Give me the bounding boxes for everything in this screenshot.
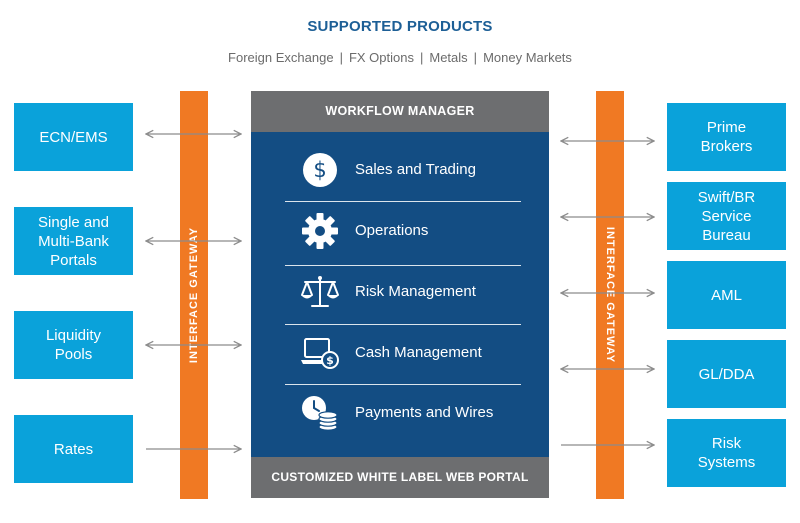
system-box-rates: Rates <box>14 415 133 483</box>
system-box-gl-dda: GL/DDA <box>667 340 786 408</box>
system-box-bank-portals: Single and Multi-Bank Portals <box>14 207 133 275</box>
module-label: Sales and Trading <box>355 161 476 178</box>
product-item: Foreign Exchange <box>228 50 334 65</box>
workflow-manager-header: WORKFLOW MANAGER <box>251 91 549 132</box>
module-payments-wires: Payments and Wires <box>251 383 549 443</box>
module-operations: Operations <box>251 201 549 261</box>
product-item: Money Markets <box>483 50 572 65</box>
diagram-title: SUPPORTED PRODUCTS <box>307 18 493 35</box>
svg-text:$: $ <box>313 158 326 182</box>
divider <box>285 384 521 385</box>
laptop-dollar-icon: $ <box>301 338 339 369</box>
module-risk-management: Risk Management <box>251 262 549 322</box>
system-box-prime-brokers: Prime Brokers <box>667 103 786 171</box>
separator: | <box>419 50 424 65</box>
dollar-icon: $ <box>303 153 337 187</box>
divider <box>285 265 521 266</box>
separator: | <box>339 50 343 65</box>
gear-icon <box>302 213 338 249</box>
product-item: FX Options <box>348 50 414 65</box>
system-box-ecn-ems: ECN/EMS <box>14 103 133 171</box>
module-label: Payments and Wires <box>355 404 494 421</box>
workflow-modules-panel: $ Sales and Trading Operations <box>251 132 549 457</box>
system-box-swift-bureau: Swift/BR Service Bureau <box>667 182 786 250</box>
module-sales-trading: $ Sales and Trading <box>251 140 549 200</box>
separator: | <box>473 50 478 65</box>
scale-icon <box>301 276 339 307</box>
white-label-portal-footer: CUSTOMIZED WHITE LABEL WEB PORTAL <box>251 457 549 498</box>
clock-coins-icon <box>302 396 338 431</box>
products-list: Foreign Exchange | FX Options | Metals | Money… <box>0 50 800 65</box>
svg-text:$: $ <box>326 354 334 367</box>
left-interface-gateway: INTERFACE GATEWAY <box>180 91 208 499</box>
module-label: Risk Management <box>355 283 476 300</box>
module-label: Cash Management <box>355 344 482 361</box>
divider <box>285 201 521 202</box>
system-box-aml: AML <box>667 261 786 329</box>
product-item: Metals <box>429 50 468 65</box>
divider <box>285 324 521 325</box>
system-box-risk-systems: Risk Systems <box>667 419 786 487</box>
system-box-liquidity-pools: Liquidity Pools <box>14 311 133 379</box>
module-label: Operations <box>355 222 429 239</box>
module-cash-management: $ Cash Management <box>251 323 549 383</box>
